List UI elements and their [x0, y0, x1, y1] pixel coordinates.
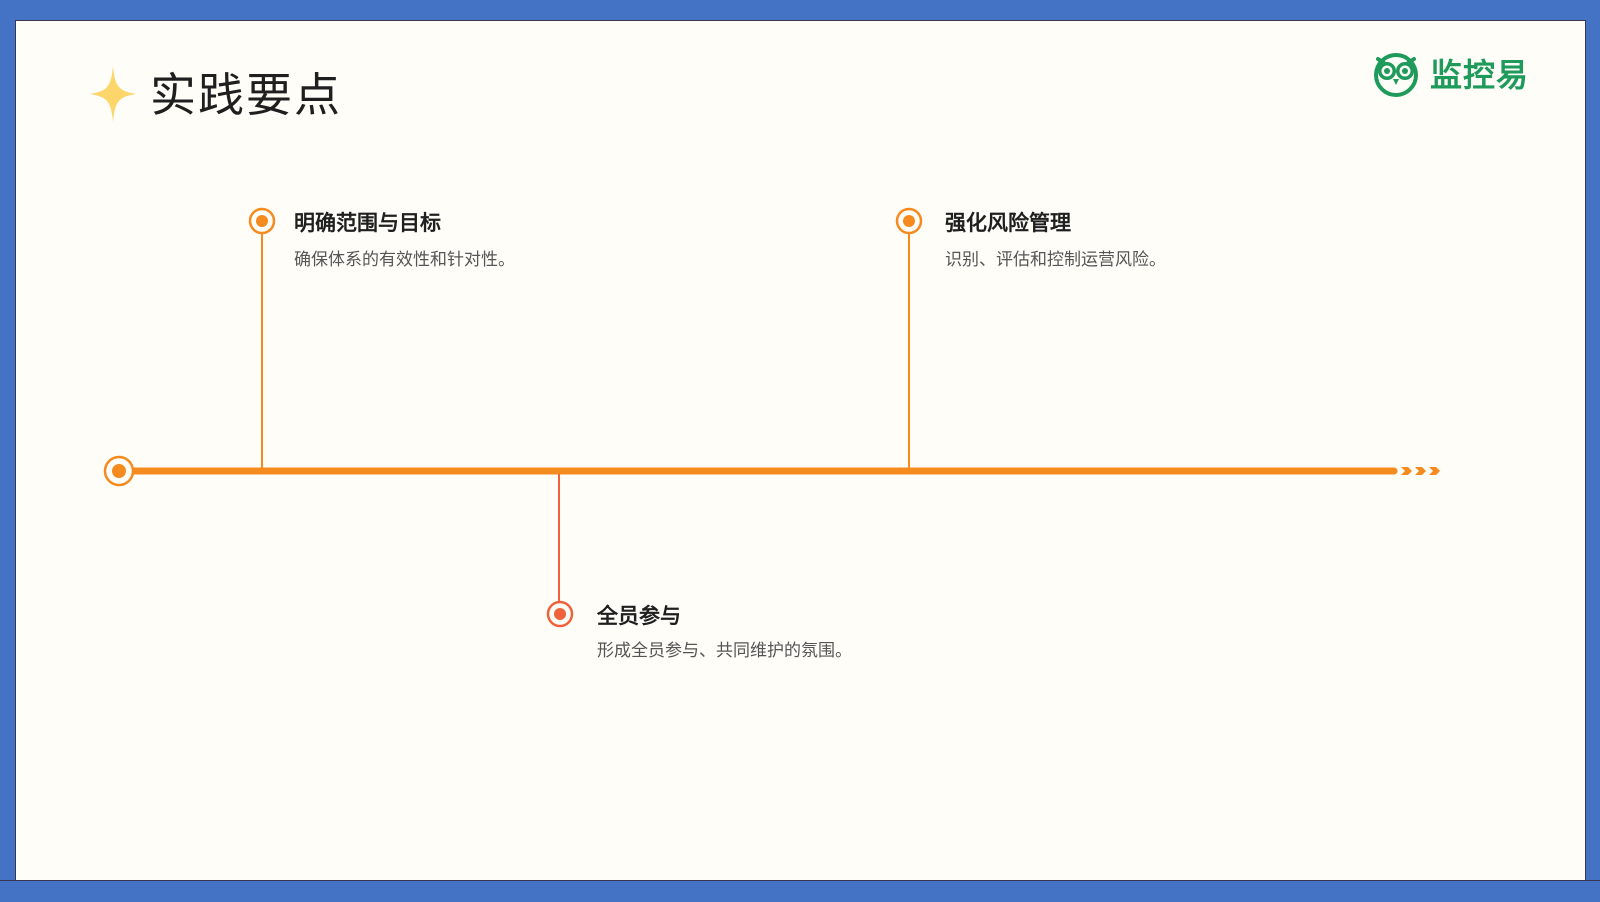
window-frame-right	[1585, 20, 1600, 880]
milestone-2-title: 全员参与	[597, 603, 681, 628]
owl-logo-icon	[1374, 53, 1418, 97]
window-frame-left	[0, 20, 16, 880]
logo-text: 监控易	[1430, 56, 1530, 94]
window-frame-top	[0, 0, 1600, 21]
timeline-graphic	[103, 207, 1440, 628]
milestone-2-description: 形成全员参与、共同维护的氛围。	[597, 641, 852, 661]
milestone-1-node-icon	[248, 207, 276, 235]
window-frame-bottom	[0, 880, 1600, 902]
timeline-start-node-icon	[103, 455, 135, 487]
milestone-3-node-icon	[895, 207, 923, 235]
brand-logo: 监控易	[1368, 49, 1529, 97]
axis-arrow-icon	[1401, 467, 1440, 475]
milestone-1-title: 明确范围与目标	[294, 210, 441, 235]
sparkle-icon	[90, 66, 136, 122]
slide-canvas: 实践要点 监控易	[16, 21, 1585, 880]
milestone-1-description: 确保体系的有效性和针对性。	[294, 250, 515, 270]
milestone-2-node-icon	[546, 600, 574, 628]
milestone-3-title: 强化风险管理	[945, 210, 1071, 235]
milestone-3-description: 识别、评估和控制运营风险。	[945, 250, 1166, 270]
slide-title: 实践要点	[150, 68, 342, 122]
